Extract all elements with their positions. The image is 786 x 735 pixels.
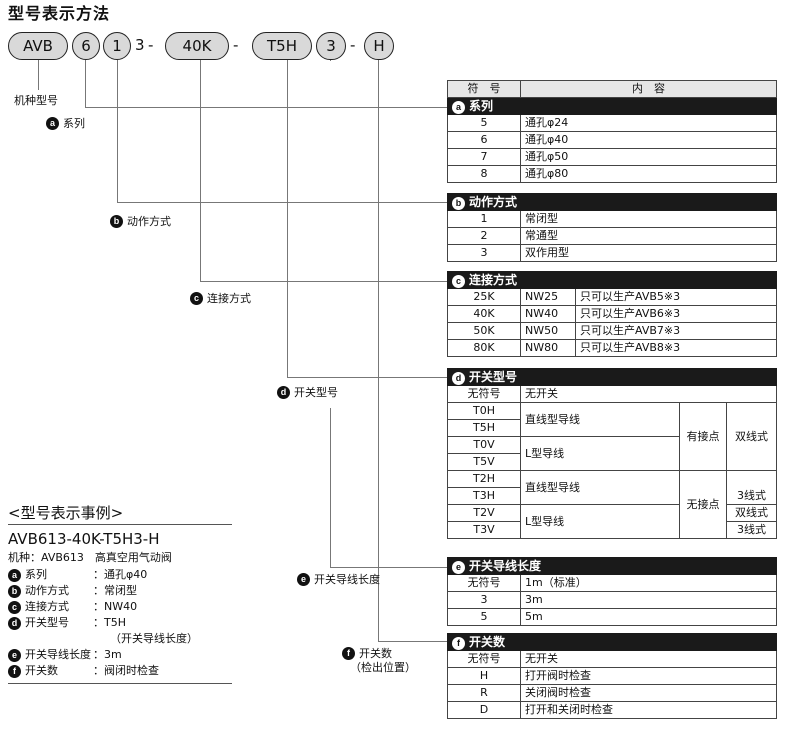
badge-f-icon: f — [452, 636, 465, 650]
badge-c-icon: c — [452, 274, 465, 288]
badge-a-icon: a — [46, 116, 59, 130]
badge-d-icon: d — [8, 616, 21, 630]
badge-b-icon: b — [452, 196, 465, 210]
code-separator: - — [350, 36, 356, 54]
example-heading: <型号表示事例> — [8, 504, 124, 522]
code-part-series: 6 — [72, 32, 100, 60]
example-model: 机种：AVB613 高真空用气动阀 — [8, 551, 172, 564]
badge-d-icon: d — [452, 371, 465, 385]
badge-f-icon: f — [342, 646, 355, 660]
code-part-model: AVB — [8, 32, 68, 60]
code-part-switch-count: H — [364, 32, 394, 60]
badge-a-icon: a — [8, 568, 21, 582]
badge-e-icon: e — [8, 648, 21, 662]
table-row: 无符号无开关 — [447, 385, 777, 403]
badge-b-icon: b — [8, 584, 21, 598]
table-row: T5V — [447, 453, 777, 471]
badge-a-icon: a — [452, 100, 465, 114]
code-separator: - — [148, 36, 154, 54]
model-label: 机种型号 — [14, 94, 58, 107]
code-part-fixed: 3 — [135, 36, 145, 54]
badge-c-icon: c — [8, 600, 21, 614]
page-title: 型号表示方法 — [8, 4, 111, 23]
code-part-switch: T5H — [252, 32, 312, 60]
code-part-lead: 3 — [316, 32, 346, 60]
example-d-note: （开关导线长度） — [110, 632, 198, 645]
badge-b-icon: b — [110, 214, 123, 228]
badge-d-icon: d — [277, 385, 290, 399]
badge-e-icon: e — [297, 572, 310, 586]
example-code: AVB613-40K-T5H3-H — [8, 530, 160, 548]
code-separator: - — [233, 36, 239, 54]
badge-f-icon: f — [8, 664, 21, 678]
code-part-connection: 40K — [165, 32, 229, 60]
badge-e-icon: e — [452, 560, 465, 574]
code-part-action: 1 — [103, 32, 131, 60]
label-f-sub: （检出位置） — [350, 661, 416, 674]
table-row: 无符号无开关 — [447, 650, 777, 668]
badge-c-icon: c — [190, 291, 203, 305]
